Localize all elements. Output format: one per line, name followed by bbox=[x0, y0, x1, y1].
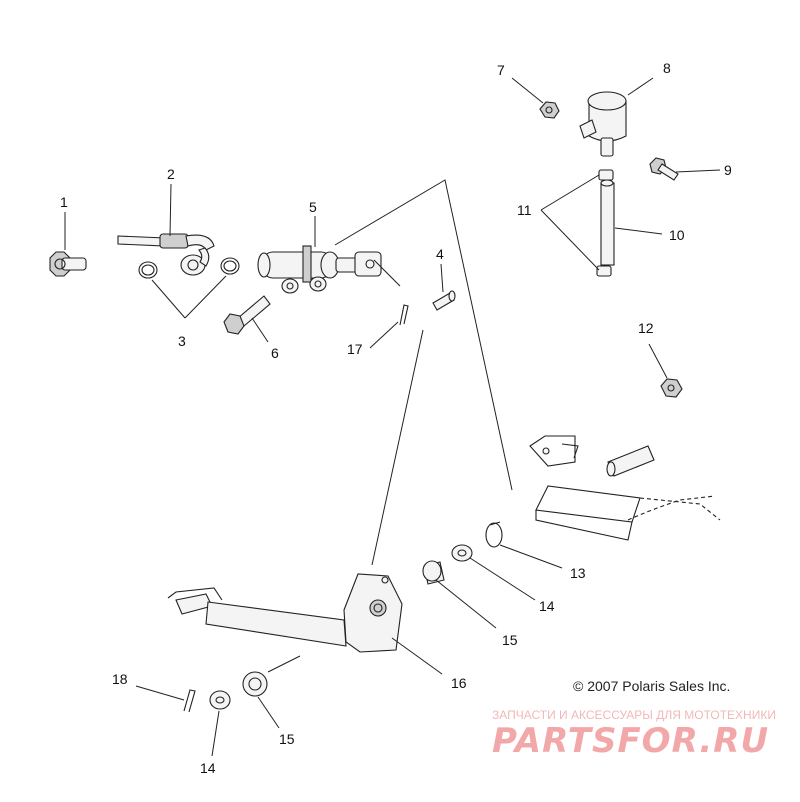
callout-7: 7 bbox=[497, 62, 505, 78]
watermark: ЗАПЧАСТИ И АКСЕССУАРЫ ДЛЯ МОТОТЕХНИКИ PA… bbox=[492, 708, 776, 761]
callout-15-upper: 15 bbox=[502, 632, 518, 648]
part-16-brake-pedal bbox=[167, 573, 403, 653]
part-13-clip bbox=[485, 521, 503, 548]
part-8-reservoir bbox=[579, 91, 627, 157]
part-14-washer-lower bbox=[209, 690, 231, 710]
callout-13: 13 bbox=[570, 565, 586, 581]
callout-3: 3 bbox=[178, 333, 186, 349]
part-14-washer-upper bbox=[451, 544, 473, 562]
callout-1: 1 bbox=[60, 194, 68, 210]
callout-14-lower: 14 bbox=[200, 760, 216, 776]
part-15-bushing-upper bbox=[422, 560, 445, 585]
part-6-mounting-bolt bbox=[223, 295, 271, 335]
callout-11: 11 bbox=[517, 202, 532, 218]
part-17-cotter-pin bbox=[399, 304, 409, 326]
callout-18: 18 bbox=[112, 671, 128, 687]
part-18-cotter-pin bbox=[183, 689, 196, 713]
part-4-clevis-pin bbox=[432, 290, 456, 311]
callout-10: 10 bbox=[669, 227, 685, 243]
part-9-screw bbox=[649, 157, 679, 181]
part-11-clamps bbox=[596, 169, 614, 277]
callout-17: 17 bbox=[347, 341, 363, 357]
assembly-line-17-to-pedal bbox=[371, 329, 424, 566]
callout-14-upper: 14 bbox=[539, 598, 555, 614]
copyright-text: © 2007 Polaris Sales Inc. bbox=[573, 678, 730, 694]
callout-9: 9 bbox=[724, 162, 732, 178]
leader-lines bbox=[64, 77, 721, 757]
assembly-line-5-to-bracket bbox=[334, 179, 513, 491]
part-1-banjo-bolt bbox=[49, 251, 87, 277]
watermark-subtitle: ЗАПЧАСТИ И АКСЕССУАРЫ ДЛЯ МОТОТЕХНИКИ bbox=[492, 708, 776, 722]
callout-4: 4 bbox=[436, 246, 444, 262]
part-5-master-cylinder bbox=[257, 245, 382, 294]
part-2-brake-hose bbox=[117, 233, 215, 276]
callout-8: 8 bbox=[663, 60, 671, 76]
callout-12: 12 bbox=[638, 320, 654, 336]
callout-6: 6 bbox=[271, 345, 279, 361]
watermark-brand: PARTSFOR.RU bbox=[492, 721, 769, 761]
part-12-nut bbox=[660, 378, 683, 398]
callout-5: 5 bbox=[309, 199, 317, 215]
part-7-nut bbox=[539, 101, 560, 119]
part-10-hose bbox=[600, 179, 615, 266]
frame-bracket bbox=[529, 435, 721, 541]
callout-labels: 1 2 3 4 5 6 7 8 9 10 11 12 13 14 15 16 1… bbox=[60, 60, 732, 776]
part-3-washers bbox=[138, 257, 240, 279]
part-15-bushing-lower bbox=[242, 671, 268, 697]
callout-2: 2 bbox=[167, 166, 175, 182]
callout-16: 16 bbox=[451, 675, 467, 691]
callout-15-lower: 15 bbox=[279, 731, 295, 747]
